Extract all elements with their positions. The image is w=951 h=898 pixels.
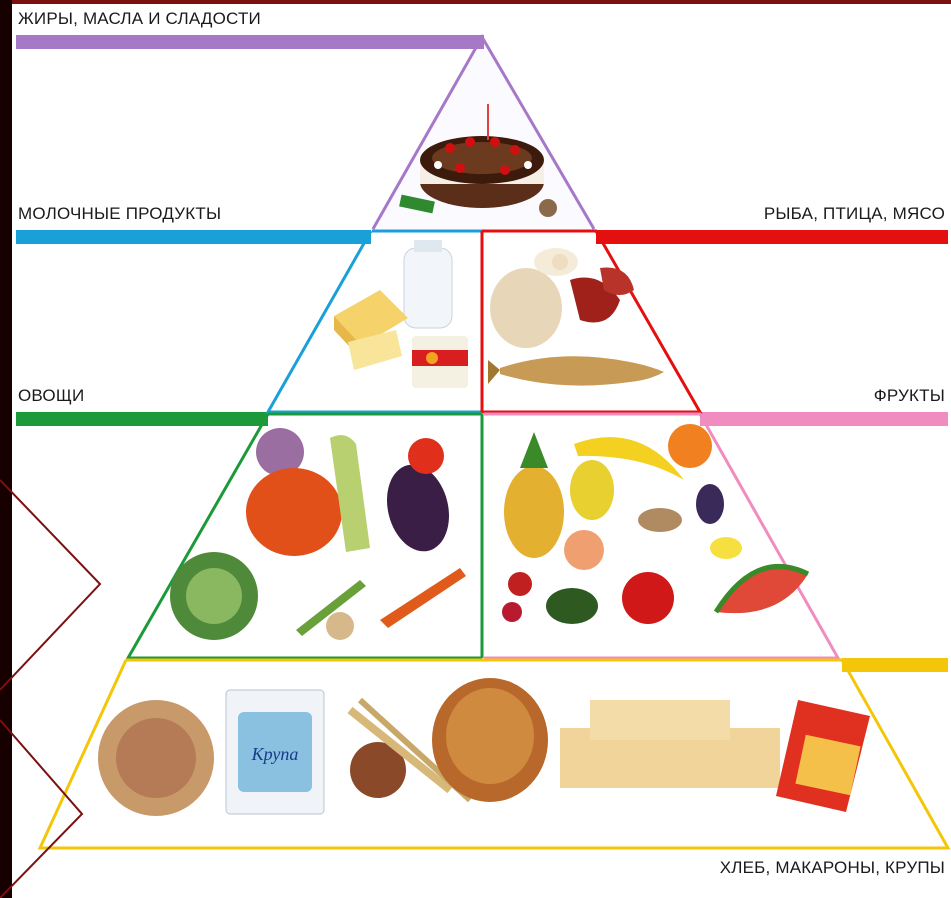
vegetables-illustration xyxy=(170,428,466,640)
label-fruits: ФРУКТЫ xyxy=(873,386,945,405)
grains-illustration: Крупа xyxy=(98,678,870,816)
bar-vegetables xyxy=(16,412,268,426)
svg-text:Крупа: Крупа xyxy=(251,744,299,764)
slide-frame-top xyxy=(0,0,951,4)
fruits-illustration xyxy=(502,424,810,624)
bar-protein xyxy=(596,230,948,244)
bar-grains xyxy=(842,658,948,672)
decorative-chevrons xyxy=(0,479,102,898)
slide-frame-left xyxy=(0,0,12,898)
label-fats: ЖИРЫ, МАСЛА И СЛАДОСТИ xyxy=(18,9,261,28)
dairy-illustration xyxy=(334,240,468,388)
bar-fruits xyxy=(700,412,948,426)
label-vegetables: ОВОЩИ xyxy=(18,386,85,405)
bar-dairy xyxy=(16,230,371,244)
label-dairy: МОЛОЧНЫЕ ПРОДУКТЫ xyxy=(18,204,222,223)
cake-illustration xyxy=(399,104,557,217)
bar-fats xyxy=(16,35,484,49)
pyramid-outline xyxy=(37,33,951,850)
label-grains: ХЛЕБ, МАКАРОНЫ, КРУПЫ xyxy=(719,858,945,877)
protein-illustration xyxy=(488,248,664,386)
label-protein: РЫБА, ПТИЦА, МЯСО xyxy=(763,204,945,223)
slide-frame-bottom-left xyxy=(0,0,12,898)
